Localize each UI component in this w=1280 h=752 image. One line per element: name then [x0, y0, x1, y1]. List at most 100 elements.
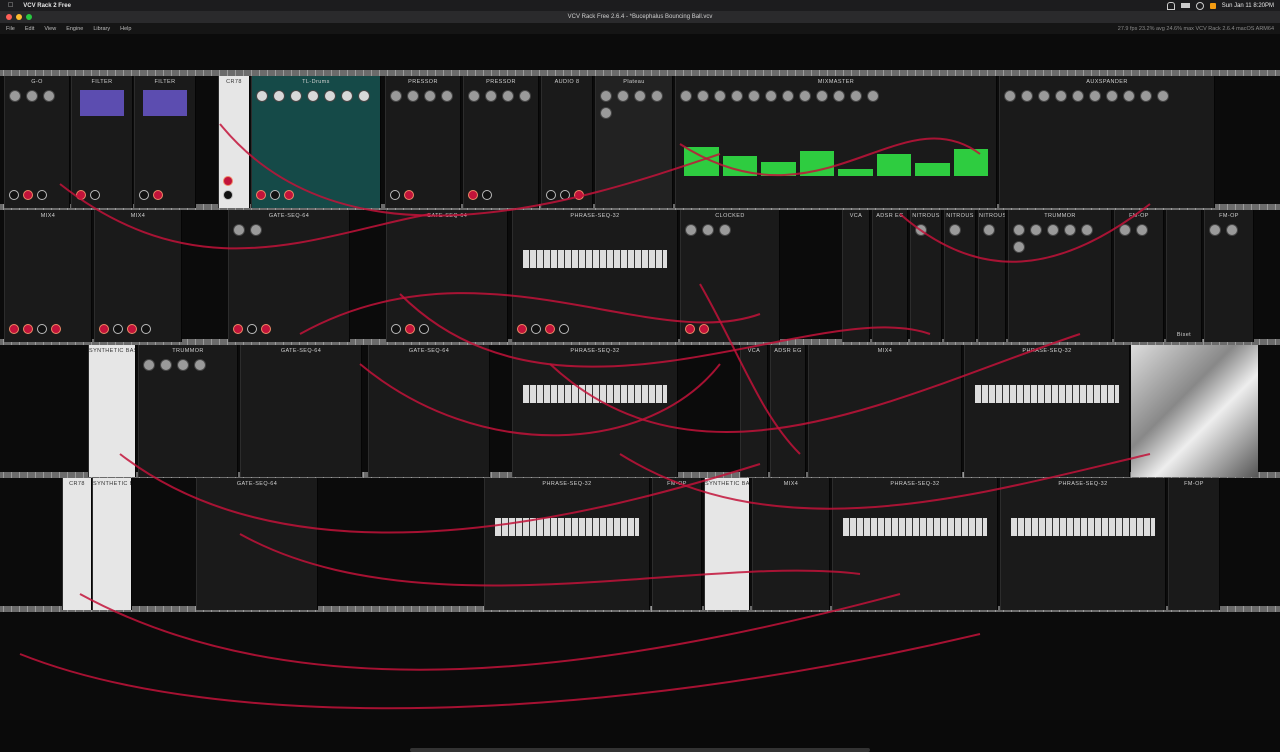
module-clocked[interactable]: CLOCKED — [680, 210, 780, 342]
module-auxspander[interactable]: AUXSPANDER — [999, 76, 1215, 208]
module-phrase-seq-32[interactable]: PHRASE-SEQ-32 — [832, 478, 998, 610]
module-synthetic-bass-drum[interactable]: SYNTHETIC BASS DRUM — [88, 345, 136, 477]
module-title: TL-Drums — [302, 79, 330, 85]
horizontal-scrollbar[interactable] — [410, 748, 870, 752]
close-window-button[interactable] — [6, 14, 12, 20]
module-synthetic-bass-drum[interactable]: SYNTHETIC BASS DRUM — [92, 478, 132, 610]
module-gate-seq-64[interactable]: GATE-SEQ-64 — [386, 210, 508, 342]
module-title: MIX4 — [130, 213, 146, 219]
zoom-window-button[interactable] — [26, 14, 32, 20]
module-title: FILTER — [154, 79, 176, 85]
module-audio-8[interactable]: AUDIO 8 — [541, 76, 593, 208]
module-cr78[interactable]: CR78 — [218, 76, 250, 208]
module-phrase-seq-32[interactable]: PHRASE-SEQ-32 — [964, 345, 1130, 477]
module-synthetic-bass-drum[interactable]: SYNTHETIC BASS DRUM — [704, 478, 750, 610]
module-title: NITROUS — [946, 213, 974, 219]
rack-area[interactable]: G-O FILTER FILTER CR78 TL-Drums PRESSOR — [0, 34, 1280, 752]
mac-app-name[interactable]: VCV Rack 2 Free — [18, 2, 71, 9]
module-filter[interactable]: FILTER — [134, 76, 196, 208]
module-gate-seq-64[interactable]: GATE-SEQ-64 — [196, 478, 318, 610]
module-biset[interactable]: Biset — [1166, 210, 1202, 342]
module-plateau[interactable]: Plateau — [595, 76, 673, 208]
module-phrase-seq-32[interactable]: PHRASE-SEQ-32 — [1000, 478, 1166, 610]
module-title: CR78 — [69, 481, 85, 487]
module-title: PHRASE-SEQ-32 — [542, 481, 592, 487]
module-title: AUDIO 8 — [554, 79, 580, 85]
module-phrase-seq-32[interactable]: PHRASE-SEQ-32 — [512, 210, 678, 342]
module-title: FM-OP — [1219, 213, 1239, 219]
control-center-icon[interactable] — [1209, 2, 1216, 9]
module-title: FM-OP — [667, 481, 687, 487]
engine-stats: 27.9 fps 23.2% avg 24.6% max VCV Rack 2.… — [1117, 25, 1274, 32]
module-title: MIX4 — [877, 348, 893, 354]
module-nitrous[interactable]: NITROUS — [944, 210, 976, 342]
module-vca[interactable]: VCA — [842, 210, 870, 342]
module-g-o[interactable]: G-O — [4, 76, 70, 208]
module-nitrous[interactable]: NITROUS — [910, 210, 942, 342]
module-cr78[interactable]: CR78 — [62, 478, 92, 610]
mac-clock[interactable]: Sun Jan 11 8:20PM — [1221, 2, 1274, 9]
module-gate-seq-64[interactable]: GATE-SEQ-64 — [368, 345, 490, 477]
module-vca[interactable]: VCA — [740, 345, 768, 477]
module-title: MIX4 — [40, 213, 56, 219]
menu-help[interactable]: Help — [120, 25, 132, 32]
module-title: TRUMMOR — [172, 348, 204, 354]
module-mix4[interactable]: MIX4 — [94, 210, 182, 342]
module-title: PHRASE-SEQ-32 — [1058, 481, 1108, 487]
module-title: GATE-SEQ-64 — [268, 213, 310, 219]
module-title: SYNTHETIC BASS DRUM — [705, 481, 750, 487]
module-trummor[interactable]: TRUMMOR — [138, 345, 238, 477]
module-trummor[interactable]: TRUMMOR — [1008, 210, 1112, 342]
module-title: MIX4 — [783, 481, 799, 487]
module-filter[interactable]: FILTER — [71, 76, 133, 208]
module-fm-op[interactable]: FM-OP — [1114, 210, 1164, 342]
module-fm-op[interactable]: FM-OP — [652, 478, 702, 610]
minimize-window-button[interactable] — [16, 14, 22, 20]
module-adsr-eg[interactable]: ADSR EG — [770, 345, 806, 477]
module-title: FILTER — [91, 79, 113, 85]
album-photo — [1131, 345, 1258, 477]
module-phrase-seq-32[interactable]: PHRASE-SEQ-32 — [512, 345, 678, 477]
macos-menubar:  VCV Rack 2 Free Sun Jan 11 8:20PM — [0, 0, 1280, 11]
menu-engine[interactable]: Engine — [66, 25, 84, 32]
wifi-icon[interactable] — [1166, 1, 1175, 10]
module-adsr-eg[interactable]: ADSR EG — [872, 210, 908, 342]
apple-icon[interactable]:  — [8, 2, 13, 10]
module-tl-drums[interactable]: TL-Drums — [251, 76, 381, 208]
module-pressor[interactable]: PRESSOR — [463, 76, 539, 208]
module-gate-seq-64[interactable]: GATE-SEQ-64 — [240, 345, 362, 477]
rack-row-2: MIX4 MIX4 GATE-SEQ-64 GATE-SEQ-64 PHRASE… — [0, 210, 1260, 342]
module-title: PHRASE-SEQ-32 — [570, 348, 620, 354]
module-title: PHRASE-SEQ-32 — [890, 481, 940, 487]
module-nitrous[interactable]: NITROUS — [978, 210, 1006, 342]
menu-edit[interactable]: Edit — [24, 25, 35, 32]
module-title: NITROUS — [912, 213, 940, 219]
module-phrase-seq-32[interactable]: PHRASE-SEQ-32 — [484, 478, 650, 610]
module-title: ADSR EG — [876, 213, 904, 219]
module-title: Plateau — [623, 79, 645, 85]
module-mix4[interactable]: MIX4 — [752, 478, 830, 610]
menu-library[interactable]: Library — [93, 25, 111, 32]
search-icon[interactable] — [1195, 1, 1204, 10]
module-fm-op[interactable]: FM-OP — [1168, 478, 1220, 610]
module-fm-op[interactable]: FM-OP — [1204, 210, 1254, 342]
module-title: PRESSOR — [408, 79, 438, 85]
module-gate-seq-64[interactable]: GATE-SEQ-64 — [228, 210, 350, 342]
menu-file[interactable]: File — [6, 25, 15, 32]
module-mix4[interactable]: MIX4 — [4, 210, 92, 342]
battery-icon[interactable] — [1180, 3, 1190, 8]
module-mix4[interactable]: MIX4 — [808, 345, 962, 477]
menu-view[interactable]: View — [44, 25, 57, 32]
module-title: CR78 — [226, 79, 242, 85]
module-title: AUXSPANDER — [1086, 79, 1128, 85]
module-title: SYNTHETIC BASS DRUM — [89, 348, 135, 354]
module-title: Biset — [1176, 332, 1192, 338]
module-title: SYNTHETIC BASS DRUM — [93, 481, 131, 487]
module-pressor[interactable]: PRESSOR — [385, 76, 461, 208]
module-title: FM-OP — [1129, 213, 1149, 219]
module-title: CLOCKED — [715, 213, 745, 219]
module-title: FM-OP — [1184, 481, 1204, 487]
module-title: GATE-SEQ-64 — [426, 213, 468, 219]
module-title: VCA — [849, 213, 863, 219]
module-mixmaster[interactable]: MIXMASTER — [675, 76, 997, 208]
